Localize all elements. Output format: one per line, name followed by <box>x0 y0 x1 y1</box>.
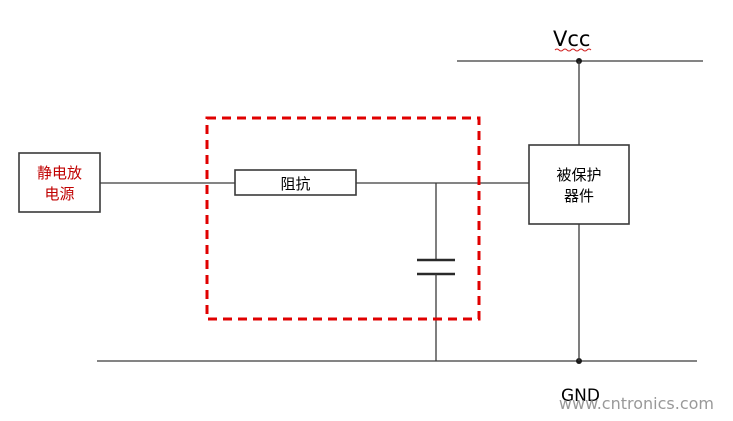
protected-device-box <box>528 144 630 225</box>
impedance-label: 阻抗 <box>280 175 310 193</box>
protection-network-dashed-box <box>205 116 481 321</box>
protected-device-label-line2: 器件 <box>564 187 594 205</box>
esd-source-label-line2: 电源 <box>44 185 74 203</box>
impedance-resistor <box>234 169 357 196</box>
esd-source-label-line1: 静电放 <box>37 164 82 182</box>
protected-device-label-line1: 被保护 <box>556 166 601 184</box>
watermark-text: www.cntronics.com <box>559 394 714 413</box>
esd-source-box <box>18 152 101 213</box>
gnd-label: GND <box>561 386 600 406</box>
vcc-label: Vcc <box>553 27 590 51</box>
vcc-underline-squiggle <box>554 48 592 52</box>
